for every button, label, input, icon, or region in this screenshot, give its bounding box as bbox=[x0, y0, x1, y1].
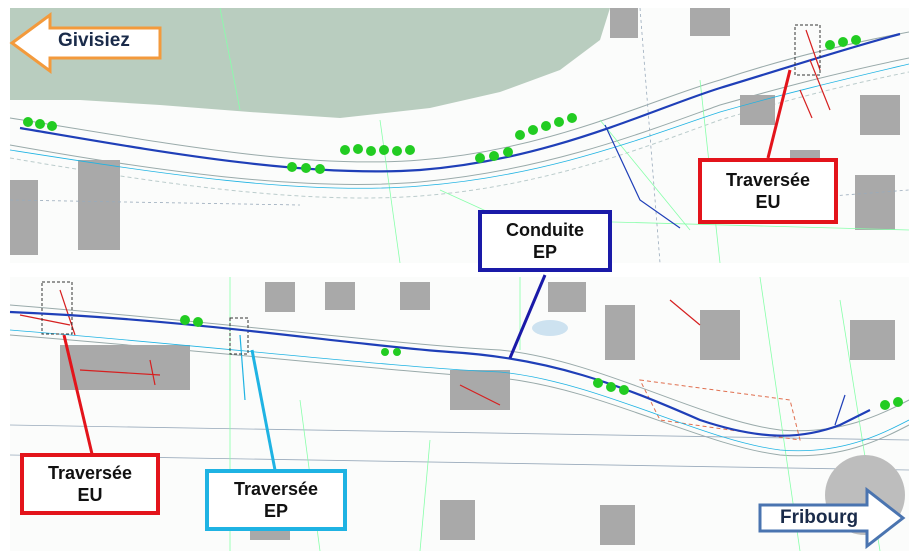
water-crossing bbox=[239, 334, 246, 401]
label-line: EU bbox=[755, 192, 781, 212]
trees bbox=[180, 315, 903, 410]
road-edge-south bbox=[9, 334, 909, 457]
water-line bbox=[9, 63, 909, 189]
crossing-frame bbox=[229, 317, 249, 355]
building bbox=[855, 175, 895, 230]
building bbox=[450, 370, 510, 410]
trees bbox=[23, 35, 861, 174]
label-line: EP bbox=[532, 242, 557, 262]
building bbox=[850, 320, 895, 360]
sewer-line bbox=[19, 289, 701, 406]
pond bbox=[532, 320, 568, 336]
place-label-givisiez: Givisiez bbox=[58, 30, 130, 51]
building bbox=[600, 505, 635, 545]
road-line bbox=[9, 71, 909, 199]
zone-outline bbox=[639, 379, 801, 441]
road-edge-north bbox=[9, 31, 909, 163]
ep-pipe bbox=[19, 32, 901, 173]
building bbox=[740, 95, 775, 125]
building bbox=[60, 345, 190, 390]
building bbox=[548, 282, 586, 312]
building bbox=[605, 305, 635, 360]
leader-traversee-eu-top bbox=[766, 69, 792, 159]
ep-branch bbox=[834, 394, 846, 426]
panel-divider bbox=[0, 263, 909, 277]
building bbox=[440, 500, 475, 540]
place-label-fribourg: Fribourg bbox=[780, 507, 859, 528]
label-conduite-ep: Conduite EP bbox=[478, 210, 612, 272]
label-line: Traversée bbox=[725, 170, 811, 190]
label-traversee-eu-top: Traversée EU bbox=[698, 158, 838, 224]
building bbox=[325, 282, 355, 310]
building bbox=[10, 180, 38, 255]
label-line: Traversée bbox=[233, 479, 319, 499]
label-line: Traversée bbox=[47, 463, 133, 483]
leader-traversee-eu-bottom bbox=[62, 334, 94, 455]
building bbox=[690, 8, 730, 36]
building bbox=[78, 160, 120, 250]
sewer-line bbox=[799, 29, 831, 119]
arrow-east-icon bbox=[758, 486, 906, 550]
label-traversee-eu-bottom: Traversée EU bbox=[20, 453, 160, 515]
crossing-frame bbox=[41, 281, 73, 335]
ep-pipe bbox=[9, 310, 871, 437]
crossing-frame bbox=[794, 24, 821, 76]
label-line: EP bbox=[263, 501, 288, 521]
label-traversee-ep: Traversée EP bbox=[205, 469, 347, 531]
water-line bbox=[9, 329, 909, 452]
leader-traversee-ep bbox=[250, 349, 277, 471]
label-line: EU bbox=[77, 485, 103, 505]
building bbox=[265, 282, 295, 312]
arrow-west-icon bbox=[9, 12, 162, 74]
ep-branch bbox=[604, 124, 681, 229]
building bbox=[610, 8, 638, 38]
building bbox=[700, 310, 740, 360]
leader-conduite-ep bbox=[508, 274, 547, 359]
building bbox=[860, 95, 900, 135]
building bbox=[400, 282, 430, 310]
label-line: Conduite bbox=[506, 220, 584, 240]
